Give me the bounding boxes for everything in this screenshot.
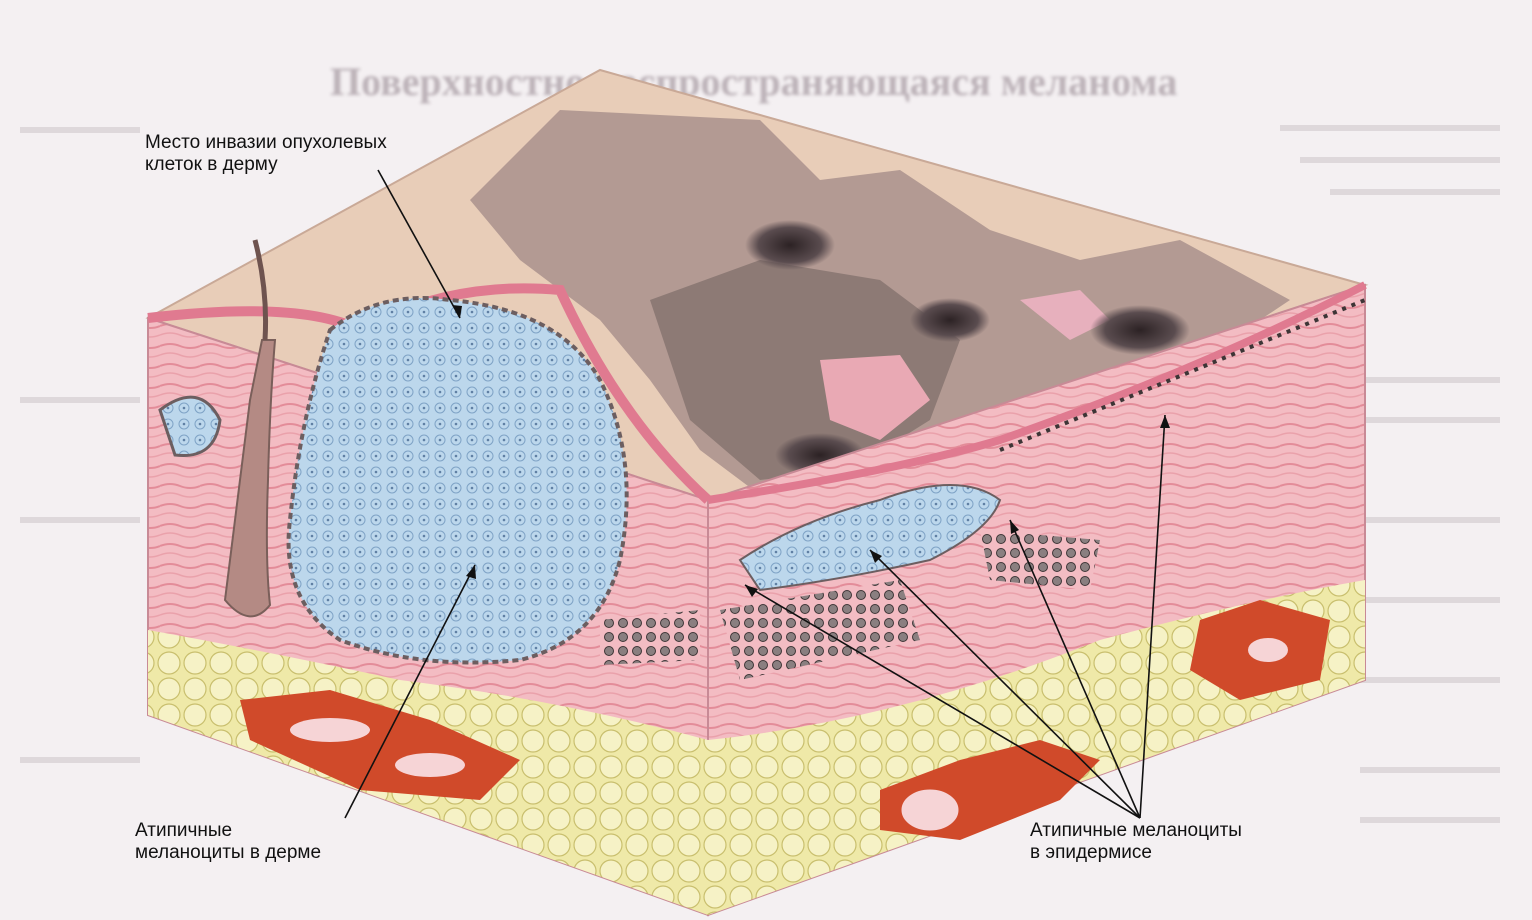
label-dermal-melanocytes: Атипичные меланоциты в дерме <box>135 820 321 864</box>
label-invasion-site: Место инвазии опухолевых клеток в дерму <box>145 132 387 176</box>
label-epidermal-melanocytes: Атипичные меланоциты в эпидермисе <box>1030 820 1242 864</box>
pigment-spot <box>910 298 990 342</box>
pigment-spot <box>745 220 835 270</box>
tumor-mass <box>289 298 627 663</box>
